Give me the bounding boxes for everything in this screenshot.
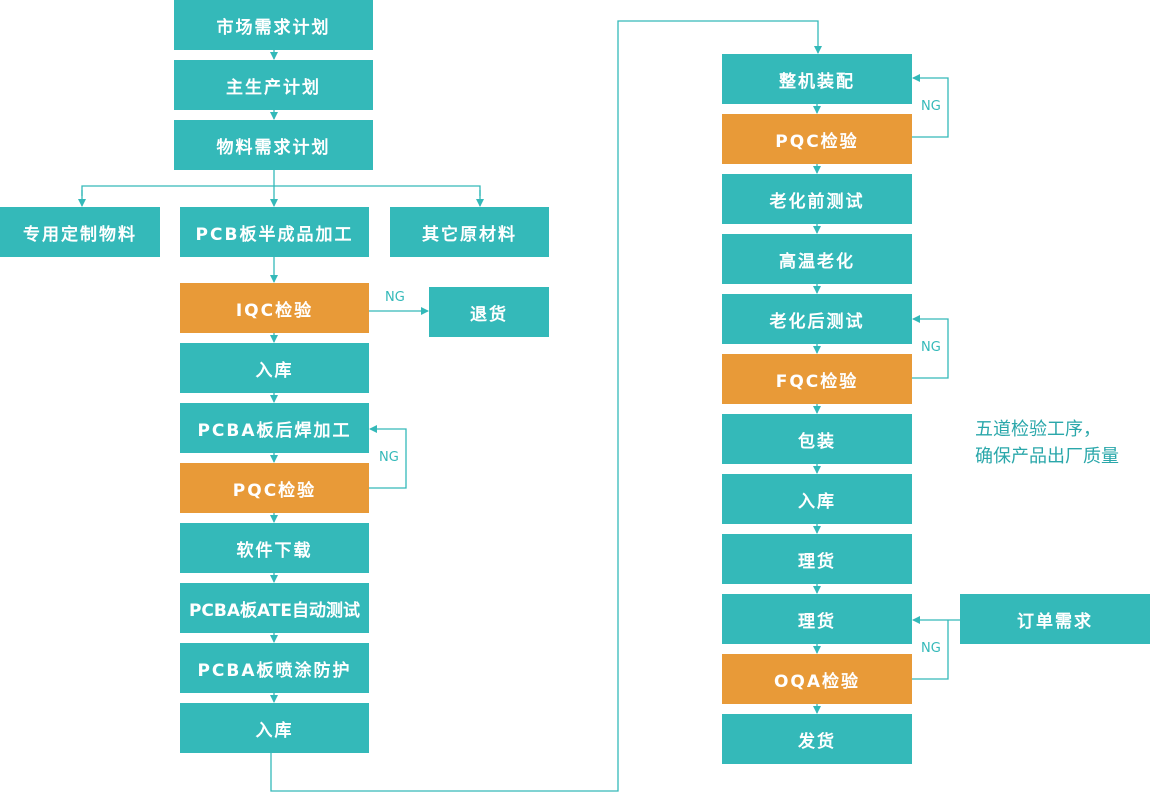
ng-loop-line [912,315,949,379]
fqc-inspection-box: FQC检验 [722,354,912,404]
material-requirement-plan-box: 物料需求计划 [174,120,373,170]
ng-label: NG [379,450,399,465]
packaging-box: 包装 [722,414,912,464]
pcb-semi-processing-box: PCB板半成品加工 [180,207,369,257]
custom-materials-box: 专用定制物料 [0,207,160,257]
quality-note-line1: 五道检验工序， [975,419,1101,440]
other-raw-materials-box: 其它原材料 [390,207,549,257]
warehousing-box: 入库 [722,474,912,524]
assembly-box: 整机装配 [722,54,912,104]
software-download-box: 软件下载 [180,523,369,573]
ng-label: NG [385,290,405,305]
sorting-box: 理货 [722,594,912,644]
ng-label: NG [921,641,941,656]
warehousing-box: 入库 [180,703,369,753]
transfer-line [270,20,822,792]
quality-note-line2: 确保产品出厂质量 [975,446,1119,467]
iqc-inspection-box: IQC检验 [180,283,369,333]
master-production-plan-box: 主生产计划 [174,60,373,110]
return-goods-box: 退货 [429,287,549,337]
pcba-ate-test-box: PCBA板ATE自动测试 [180,583,369,633]
pcba-post-welding-box: PCBA板后焊加工 [180,403,369,453]
high-temp-aging-box: 高温老化 [722,234,912,284]
shipping-box: 发货 [722,714,912,764]
ng-label: NG [921,99,941,114]
sorting-box: 理货 [722,534,912,584]
post-aging-test-box: 老化后测试 [722,294,912,344]
market-demand-plan-box: 市场需求计划 [174,0,373,50]
ng-loop-line [912,74,949,138]
quality-note: 五道检验工序， 确保产品出厂质量 [975,416,1119,470]
warehousing-box: 入库 [180,343,369,393]
pqc-inspection-box: PQC检验 [722,114,912,164]
branch-line [81,185,481,196]
oqa-inspection-box: OQA检验 [722,654,912,704]
ng-loop-line [369,425,407,489]
pqc-inspection-box: PQC检验 [180,463,369,513]
pre-aging-test-box: 老化前测试 [722,174,912,224]
ng-loop-line [912,620,949,680]
ng-label: NG [921,340,941,355]
pcba-spray-coating-box: PCBA板喷涂防护 [180,643,369,693]
order-demand-box: 订单需求 [960,594,1150,644]
